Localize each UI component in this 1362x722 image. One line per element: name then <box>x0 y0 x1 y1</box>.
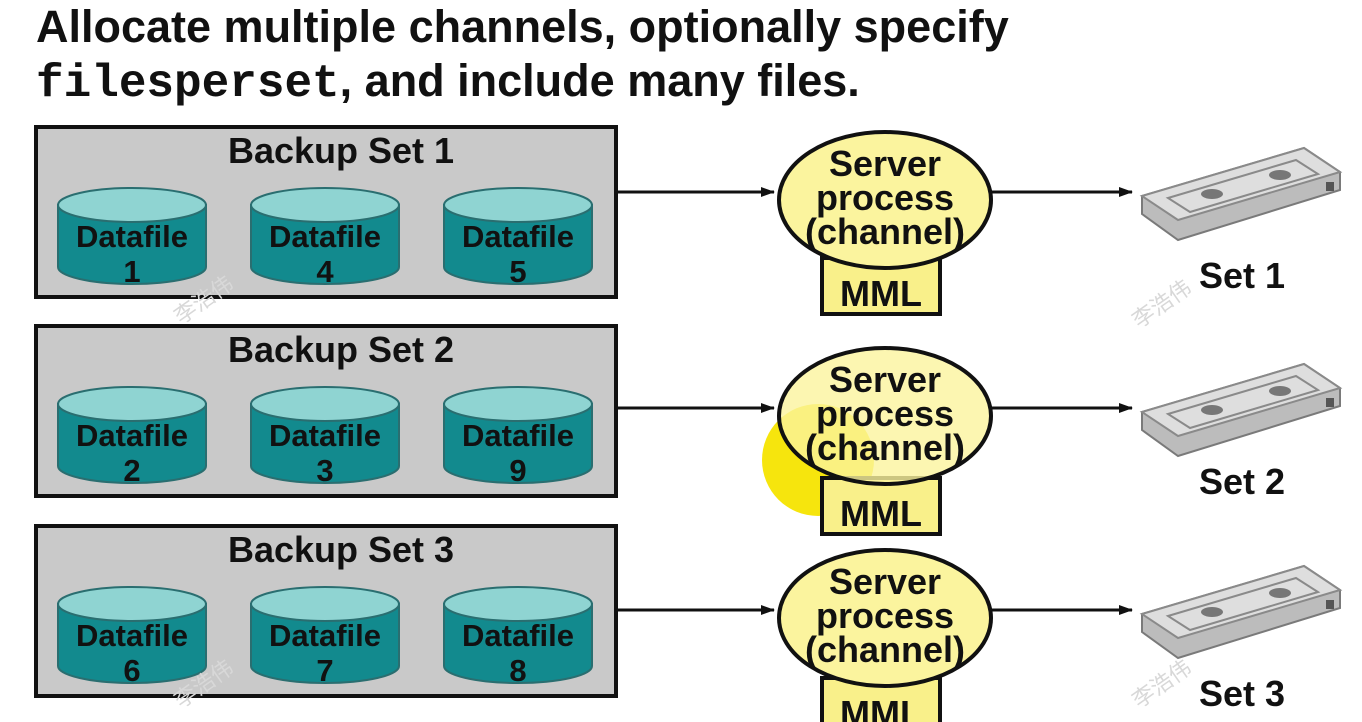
tape-window <box>1165 374 1321 430</box>
server-process-ellipse <box>777 130 993 270</box>
tape-reel-right <box>1269 170 1291 180</box>
datafile-label: Datafile <box>269 618 381 653</box>
server-process-line-1: Server <box>829 143 941 184</box>
cylinder-body <box>57 204 207 285</box>
title-line-1: Allocate multiple channels, optionally s… <box>36 1 1009 52</box>
datafile-number: 5 <box>509 254 526 289</box>
cylinder-top <box>57 586 207 622</box>
cylinder-body <box>250 403 400 484</box>
tape-reel-left <box>1201 189 1223 199</box>
datafile-label: Datafile <box>269 418 381 453</box>
cylinder-body <box>57 603 207 684</box>
datafile-number: 7 <box>316 653 333 688</box>
cylinder-top <box>250 586 400 622</box>
cylinder-body <box>250 603 400 684</box>
tape-cartridge-1 <box>1139 146 1343 242</box>
slide-title: Allocate multiple channels, optionally s… <box>36 0 1336 111</box>
tape-reel-left <box>1201 405 1223 415</box>
cylinder-body <box>443 403 593 484</box>
datafile-number: 1 <box>123 254 140 289</box>
tape-set-label: Set 2 <box>1199 461 1285 502</box>
datafile-label: Datafile <box>76 618 188 653</box>
server-process-line-3: (channel) <box>805 427 965 468</box>
tape-notch <box>1326 182 1334 191</box>
datafile-number: 3 <box>316 453 333 488</box>
datafile-label: Datafile <box>462 418 574 453</box>
tape-window <box>1165 158 1321 214</box>
cylinder-body <box>443 603 593 684</box>
mml-label: MML <box>840 273 922 314</box>
cylinder-top <box>57 386 207 422</box>
cylinder-body <box>250 204 400 285</box>
tape-reel-right <box>1269 386 1291 396</box>
server-process-line-1: Server <box>829 359 941 400</box>
tape-cartridge-2 <box>1139 362 1343 458</box>
title-line-2: filesperset, and include many files. <box>36 54 1336 111</box>
cylinder-body <box>443 204 593 285</box>
datafile-number: 2 <box>123 453 140 488</box>
tape-top <box>1139 146 1343 222</box>
datafile-label: Datafile <box>76 418 188 453</box>
tape-top <box>1139 362 1343 438</box>
backup-set-label: Backup Set 3 <box>228 529 454 570</box>
tape-cartridge-3 <box>1139 564 1343 660</box>
cylinder-top <box>443 586 593 622</box>
mml-label: MML <box>840 493 922 534</box>
datafile-label: Datafile <box>76 219 188 254</box>
datafile-label: Datafile <box>462 219 574 254</box>
datafile-number: 4 <box>316 254 334 289</box>
tape-set-label: Set 3 <box>1199 673 1285 714</box>
cylinder-body <box>57 403 207 484</box>
datafile-number: 6 <box>123 653 140 688</box>
tape-notch <box>1326 398 1334 407</box>
backup-set-label: Backup Set 2 <box>228 329 454 370</box>
server-process-line-3: (channel) <box>805 211 965 252</box>
server-process-line-2: process <box>816 177 954 218</box>
cylinder-top <box>443 187 593 223</box>
server-process-line-1: Server <box>829 561 941 602</box>
datafile-label: Datafile <box>269 219 381 254</box>
tape-top <box>1139 564 1343 640</box>
mml-label: MML <box>840 693 922 722</box>
watermark: 李浩伟 <box>1127 655 1195 713</box>
title-line-2-rest: , and include many files. <box>339 55 860 106</box>
datafile-label: Datafile <box>462 618 574 653</box>
server-process-line-3: (channel) <box>805 629 965 670</box>
server-process-ellipse <box>777 346 993 486</box>
title-keyword: filesperset <box>36 58 340 110</box>
tape-reel-right <box>1269 588 1291 598</box>
cylinder-top <box>250 187 400 223</box>
backup-set-label: Backup Set 1 <box>228 130 454 171</box>
datafile-number: 9 <box>509 453 526 488</box>
datafile-number: 8 <box>509 653 526 688</box>
cylinder-top <box>57 187 207 223</box>
tape-window <box>1165 576 1321 632</box>
tape-notch <box>1326 600 1334 609</box>
tape-set-label: Set 1 <box>1199 255 1285 296</box>
server-process-line-2: process <box>816 595 954 636</box>
tape-reel-left <box>1201 607 1223 617</box>
server-process-ellipse <box>777 548 993 688</box>
watermark: 李浩伟 <box>1127 275 1195 333</box>
cylinder-top <box>250 386 400 422</box>
cylinder-top <box>443 386 593 422</box>
server-process-line-2: process <box>816 393 954 434</box>
